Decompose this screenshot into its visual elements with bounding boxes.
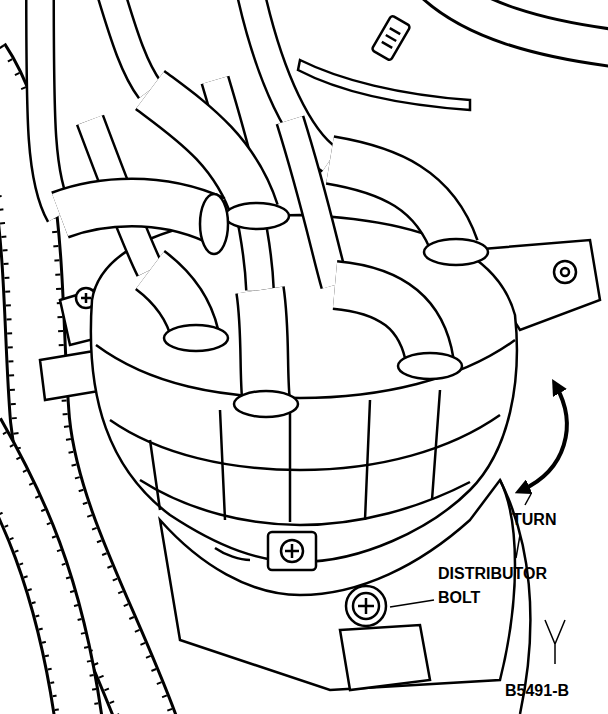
distributor-cap: [91, 215, 517, 562]
figure-number: B5491-B: [505, 679, 569, 703]
spark-plug-boot: [260, 290, 266, 400]
spark-plug-boot: [225, 203, 289, 229]
distributor-cap: [215, 548, 250, 560]
spark-plug-wire: [110, 0, 150, 90]
background-hose: [0, 430, 80, 714]
spark-plug-boot: [60, 203, 215, 221]
distributor-housing: [340, 625, 430, 690]
leader-line: [390, 600, 434, 607]
hose-clamp: [371, 15, 410, 61]
leader-line: [525, 494, 531, 505]
spark-plug-boot: [164, 325, 228, 351]
part-label: TURN: [512, 508, 556, 532]
hose-clamp: [298, 60, 470, 110]
spark-plug-boot: [330, 160, 455, 248]
spark-plug-boot: [335, 285, 430, 362]
leader-line: [390, 494, 565, 664]
spark-plug-wire: [110, 0, 150, 90]
background-hose: [430, 0, 608, 50]
spark-plug-boot: [424, 239, 488, 265]
engine-bracket: [81, 293, 91, 303]
distributor-housing: [346, 586, 386, 626]
distributor-cap: [281, 540, 303, 562]
spark-plug-boot: [398, 353, 462, 379]
distributor-cap: [140, 480, 470, 525]
distributor-cap: [285, 544, 299, 558]
background-hose: [0, 430, 80, 714]
distributor-cap: [91, 215, 517, 570]
turn-arrow: [522, 386, 567, 490]
turn-arrow: [522, 386, 567, 490]
spark-plug-boot: [234, 391, 298, 417]
spark-plug-boot: [60, 90, 488, 417]
background-hose: [0, 430, 80, 714]
spark-plug-boot: [200, 194, 228, 254]
hose-clamp: [298, 15, 470, 110]
spark-plug-wire: [290, 120, 335, 285]
part-label: DISTRIBUTOR BOLT: [438, 562, 566, 610]
spark-plug-boot: [335, 285, 430, 362]
engine-bracket: [561, 268, 569, 276]
leader-line: [545, 620, 565, 664]
distributor-cap: [150, 390, 440, 522]
spark-plug-wire: [40, 0, 60, 215]
engine-bracket: [554, 261, 576, 283]
distributor-cap: [268, 532, 316, 570]
background-hose: [0, 430, 80, 714]
distributor-cap: [110, 415, 500, 470]
spark-plug-wire: [290, 120, 335, 285]
spark-plug-boot: [330, 160, 455, 248]
distributor-housing: [353, 593, 379, 619]
spark-plug-boot: [260, 290, 266, 400]
spark-plug-wire: [40, 0, 60, 215]
leader-line: [516, 535, 520, 558]
distributor-housing: [358, 598, 374, 614]
hose-clamp: [382, 28, 400, 48]
spark-plug-boot: [60, 203, 215, 221]
spark-plug-wire: [40, 0, 335, 290]
background-hose: [430, 0, 608, 50]
